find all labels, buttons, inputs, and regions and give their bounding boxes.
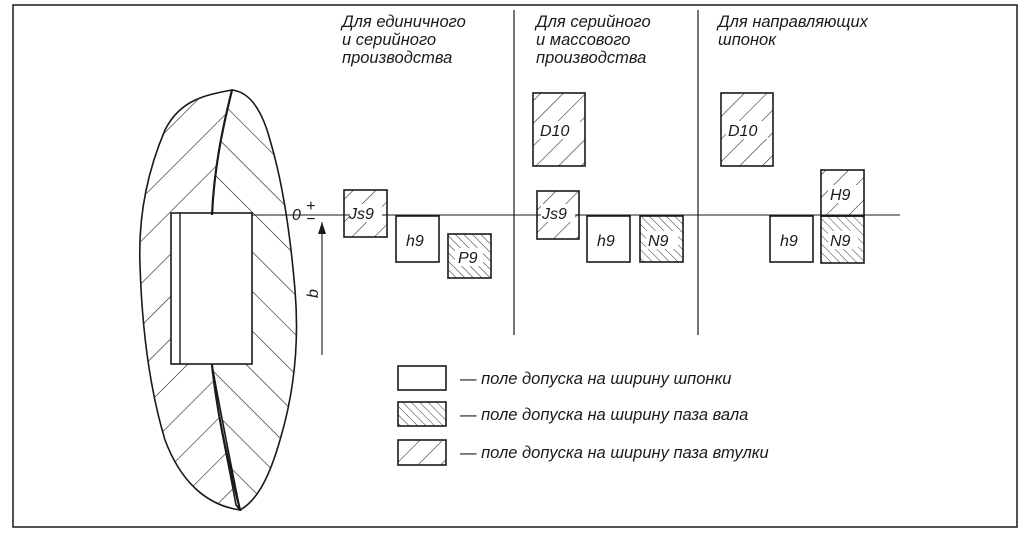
legend-swatch-blank (397, 365, 447, 391)
field-h9-col3: h9 (769, 215, 814, 263)
legend-text-hub: — поле допуска на ширину паза втулки (459, 444, 769, 462)
dimension-b-arrow (318, 222, 326, 234)
svg-text:h9: h9 (780, 233, 798, 250)
field-d10-col2: D10 (532, 92, 586, 167)
legend: — поле допуска на ширину шпонки — поле д… (397, 365, 769, 466)
legend-item-hub: — поле допуска на ширину паза втулки (397, 439, 769, 466)
key (170, 212, 253, 365)
svg-text:производства: производства (342, 49, 452, 67)
svg-text:P9: P9 (458, 250, 478, 267)
minus-label: − (306, 211, 315, 228)
svg-text:Для единичного: Для единичного (340, 13, 466, 31)
cross-section-drawing (138, 88, 298, 512)
legend-item-key: — поле допуска на ширину шпонки (397, 365, 731, 391)
svg-text:Js9: Js9 (348, 206, 374, 223)
field-js9-col2: Js9 (536, 190, 580, 240)
field-n9-col3: N9 (820, 215, 865, 264)
frame (12, 4, 1018, 528)
legend-item-shaft: — поле допуска на ширину паза вала (397, 401, 748, 427)
svg-text:и серийного: и серийного (342, 31, 436, 49)
svg-text:и массового: и массового (536, 31, 630, 49)
zero-label: 0 (292, 207, 301, 224)
field-h9-hub-col3: H9 (820, 169, 865, 217)
column-header-2: Для серийного и массового производства (534, 13, 651, 67)
legend-text-key: — поле допуска на ширину шпонки (459, 370, 731, 388)
svg-text:h9: h9 (406, 233, 424, 250)
svg-text:N9: N9 (648, 233, 669, 250)
svg-text:шпонок: шпонок (718, 31, 777, 49)
column-header-3: Для направляющих шпонок (716, 13, 869, 49)
field-p9-col1: P9 (447, 233, 492, 279)
plus-label: + (306, 198, 315, 215)
field-js9-col1: Js9 (343, 189, 388, 238)
svg-text:производства: производства (536, 49, 646, 67)
svg-text:D10: D10 (728, 123, 757, 140)
legend-swatch-hub (397, 439, 447, 466)
svg-text:h9: h9 (597, 233, 615, 250)
column-header-1: Для единичного и серийного производства (340, 13, 466, 67)
legend-swatch-shaft (397, 401, 447, 427)
svg-text:Для направляющих: Для направляющих (716, 13, 869, 31)
field-d10-col3: D10 (720, 92, 774, 167)
field-n9-col2: N9 (639, 215, 684, 263)
svg-text:Для серийного: Для серийного (534, 13, 651, 31)
svg-text:H9: H9 (830, 187, 851, 204)
svg-text:N9: N9 (830, 233, 851, 250)
svg-text:D10: D10 (540, 123, 569, 140)
field-h9-col2: h9 (586, 215, 631, 263)
legend-text-shaft: — поле допуска на ширину паза вала (459, 406, 748, 424)
svg-text:Js9: Js9 (541, 206, 567, 223)
field-h9-col1: h9 (395, 215, 440, 263)
dimension-b-label: b (305, 289, 322, 298)
